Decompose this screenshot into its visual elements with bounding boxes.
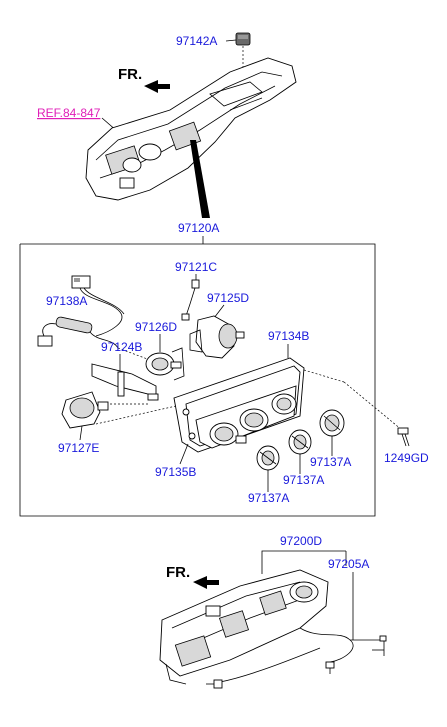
leader-97125D xyxy=(213,304,225,319)
leader-97135B xyxy=(179,443,189,465)
dash-screw xyxy=(343,381,403,431)
leader-97200D xyxy=(261,550,346,574)
ref-label: REF.84-847 xyxy=(37,106,101,120)
label-97205A: 97205A xyxy=(328,557,369,571)
label-97134B: 97134B xyxy=(268,329,309,343)
wiring-97205A xyxy=(206,627,387,689)
label-97137A-2: 97137A xyxy=(283,473,324,487)
leader-97127E xyxy=(79,425,83,441)
label-97135B: 97135B xyxy=(155,465,196,479)
label-97125D: 97125D xyxy=(207,291,249,305)
dash-panel xyxy=(303,369,345,383)
knob-97137A-right xyxy=(319,409,345,437)
assembly-frame xyxy=(19,243,376,517)
label-97137A-3: 97137A xyxy=(248,491,289,505)
label-97127E: 97127E xyxy=(58,441,99,455)
label-97138A: 97138A xyxy=(46,294,87,308)
control-panel-97134B xyxy=(173,357,305,453)
label-97124B: 97124B xyxy=(101,340,142,354)
heater-unit-97200D xyxy=(159,569,329,685)
actuator-97125D xyxy=(189,315,245,359)
label-1249GD: 1249GD xyxy=(384,451,429,465)
label-97121C: 97121C xyxy=(175,260,217,274)
dashboard-panel xyxy=(85,57,297,201)
fr-arrow-icon-bottom xyxy=(193,576,219,589)
motor-97127E xyxy=(61,391,177,429)
label-97142A: 97142A xyxy=(176,34,217,48)
label-97120A: 97120A xyxy=(178,221,219,235)
fr-arrow-label-bottom: FR. xyxy=(166,564,190,581)
screw-1249GD xyxy=(397,427,410,447)
fr-arrow-label-top: FR. xyxy=(118,66,142,83)
cable-97121C xyxy=(181,279,200,321)
clip-part-97142A xyxy=(235,32,251,46)
harness-97138A xyxy=(37,275,151,361)
pointer-wedge xyxy=(190,140,210,218)
leader-97142A xyxy=(225,39,237,42)
knob-97137A-middle xyxy=(288,429,312,455)
knob-97137A-left xyxy=(256,445,280,471)
bracket-97124B xyxy=(91,363,159,401)
label-97126D: 97126D xyxy=(135,320,177,334)
fr-arrow-icon-top xyxy=(144,80,170,93)
label-97137A-1: 97137A xyxy=(310,455,351,469)
label-97200D: 97200D xyxy=(280,534,322,548)
actuator-97126D xyxy=(145,347,185,381)
